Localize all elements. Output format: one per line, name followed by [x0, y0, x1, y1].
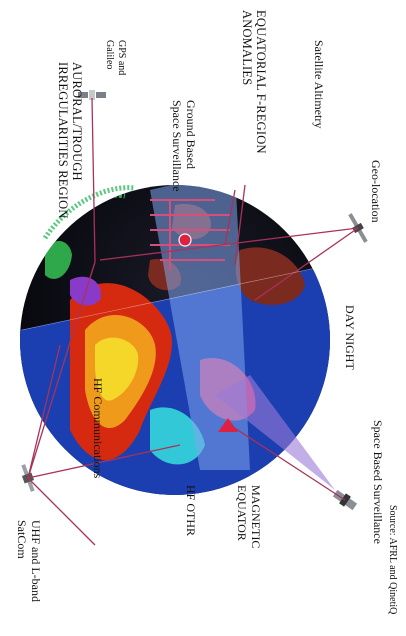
- day-night-label: DAY NIGHT: [343, 305, 357, 370]
- day-night-terminator: [21, 264, 331, 331]
- hf-communications-label: HF Communications: [91, 378, 105, 479]
- uhf-satcom-label: UHF and L-band SatCom: [15, 520, 43, 602]
- space-based-label: Space Based Surveillance: [371, 420, 385, 544]
- equatorial-label: EQUATORIAL F-REGION ANOMALIES: [239, 10, 268, 154]
- globe-surface: [20, 185, 330, 495]
- continent-1: [235, 247, 305, 305]
- gps-label: GPS and Galileo: [104, 40, 128, 76]
- auroral-label: AURORAL/TROUGH IRREGULARITIES REGION: [55, 62, 84, 219]
- link-lines: [27, 97, 359, 546]
- space-based-beam: [215, 375, 335, 490]
- magnetic-equator-label: MAGNETIC EQUATOR: [235, 485, 263, 549]
- ionosphere-yellow-band: [95, 337, 139, 401]
- gps-satellite: [78, 90, 106, 100]
- ground-station-marker: [178, 233, 192, 247]
- ground-based-label: Ground Based Space Surveillance: [170, 100, 198, 192]
- ionosphere-cyan-band: [150, 407, 205, 465]
- geolocation-label: Geo-location: [369, 160, 383, 223]
- altimetry-label: Satellite Altimetry: [312, 40, 326, 129]
- ionosphere-green-band: [45, 240, 72, 279]
- source-label: Source: AFRL and QinetiQ: [387, 505, 398, 615]
- auroral-ring: [42, 185, 136, 240]
- magnetic-equator-marker: [218, 418, 238, 432]
- hf-othr-label: HF OTHR: [184, 485, 198, 537]
